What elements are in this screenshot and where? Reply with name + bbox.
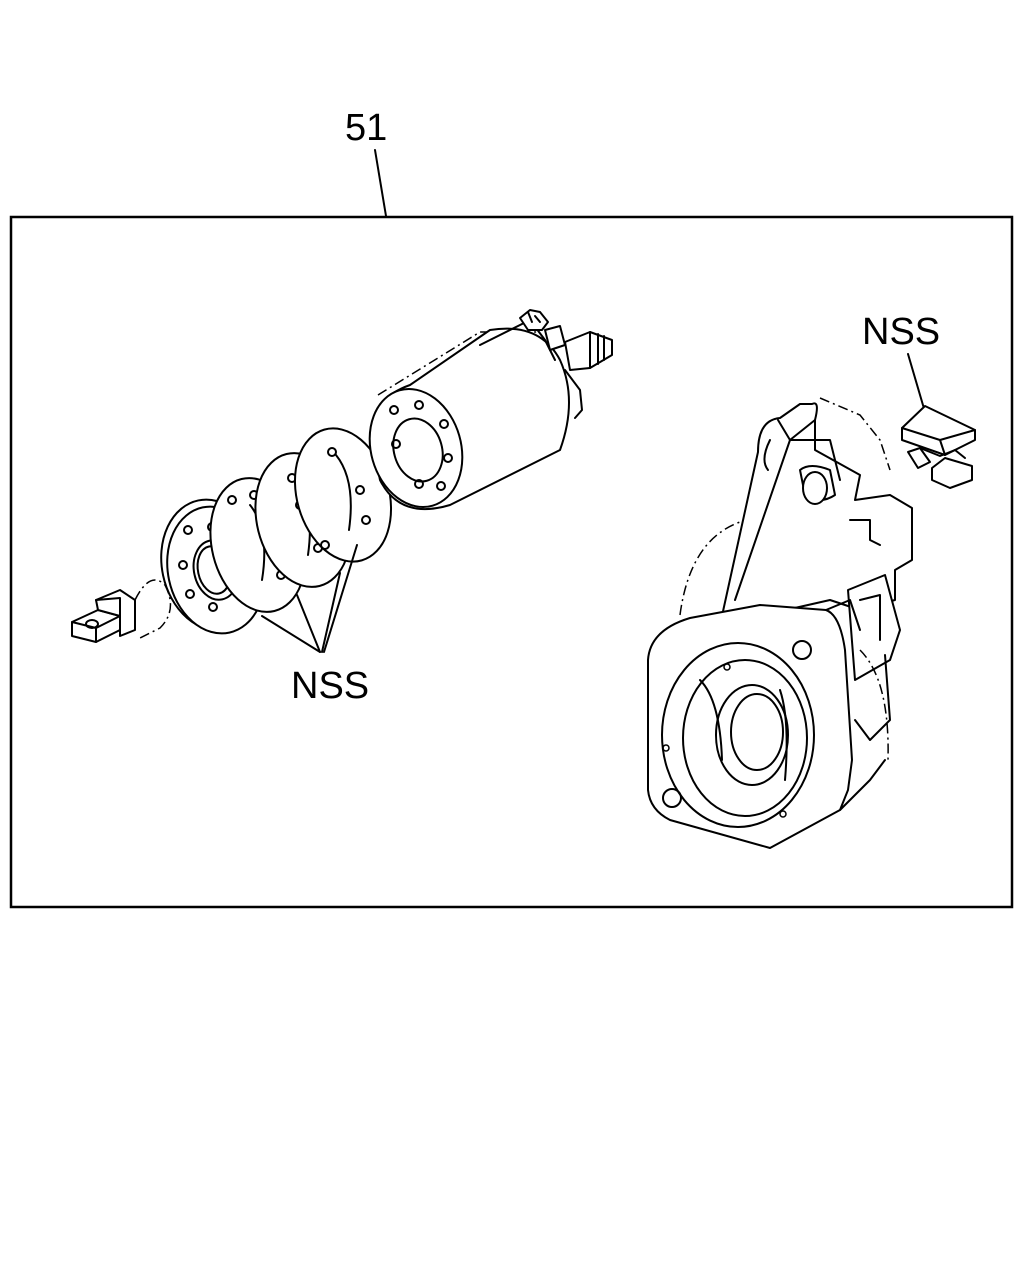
solenoid-body (368, 309, 613, 511)
nss-label-top-right: NSS (862, 311, 940, 353)
gear-housing-part (647, 397, 913, 849)
nss-label-bottom: NSS (291, 665, 369, 707)
kit-frame (9, 215, 1014, 909)
nss-bottom-leaders (261, 544, 358, 653)
nss-clip-part (901, 405, 976, 489)
callout-leader-line (374, 149, 387, 217)
washer-stack (160, 427, 393, 635)
callout-number: 51 (345, 107, 387, 149)
washer-4 (293, 427, 393, 563)
terminal-lug-part (71, 579, 172, 643)
nss-top-leader (907, 353, 926, 413)
